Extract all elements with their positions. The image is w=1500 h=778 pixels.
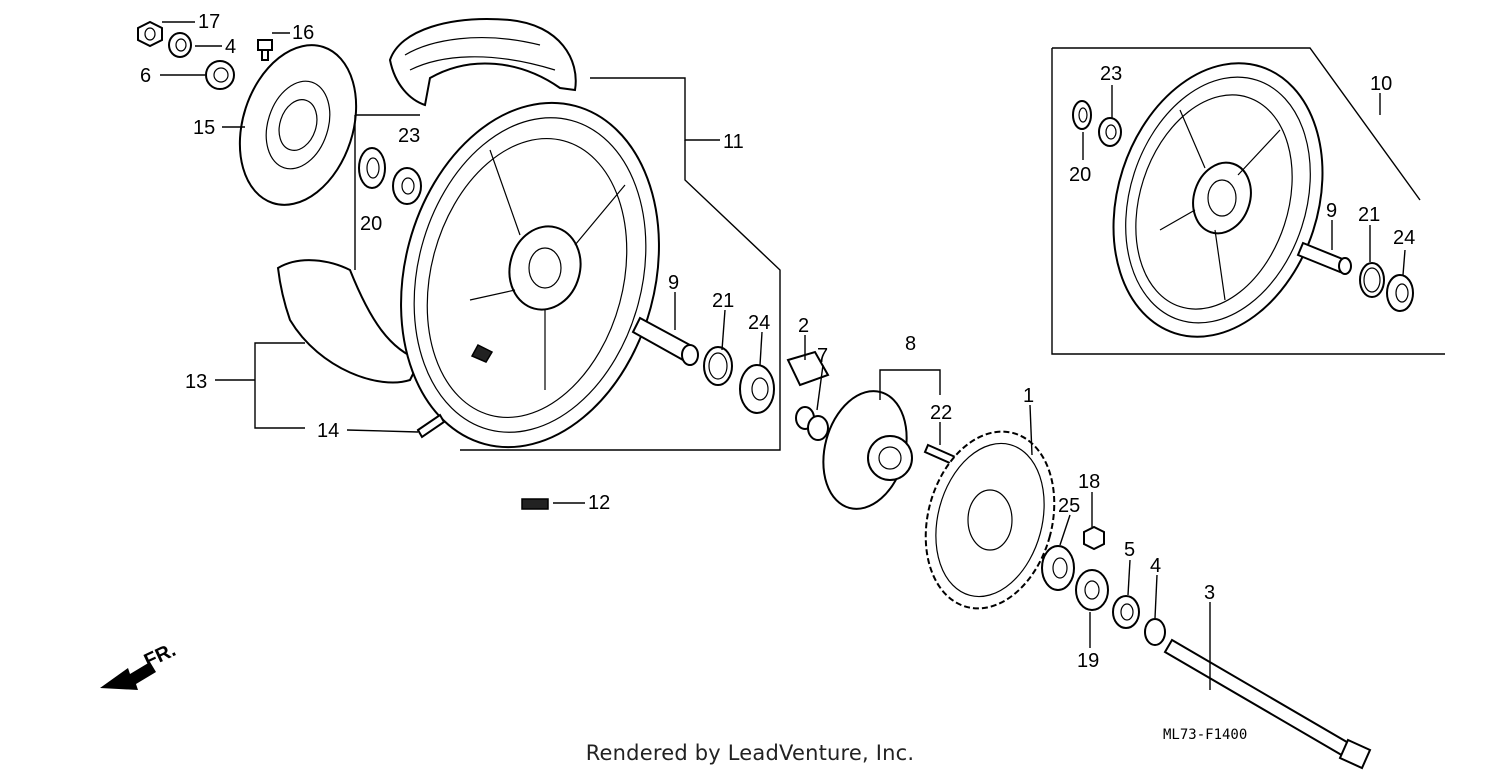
nut-17[interactable] xyxy=(137,20,163,48)
callout-6: 6 xyxy=(140,65,151,87)
valve-14[interactable] xyxy=(416,413,446,439)
callout-20-inset: 20 xyxy=(1069,164,1091,186)
footer-credit: Rendered by LeadVenture, Inc. xyxy=(585,741,915,765)
inset-box xyxy=(1051,47,1445,355)
bolt-16[interactable] xyxy=(257,39,273,61)
inset-collar-23[interactable] xyxy=(1098,117,1122,147)
callout-15: 15 xyxy=(193,117,215,139)
callout-25: 25 xyxy=(1058,495,1080,517)
collar-9[interactable] xyxy=(631,316,699,366)
inset-collar-9[interactable] xyxy=(1296,241,1352,275)
callout-2: 2 xyxy=(798,315,809,337)
callout-23-inset: 23 xyxy=(1100,63,1122,85)
collar-23[interactable] xyxy=(392,167,422,205)
leader-lines xyxy=(160,21,1406,690)
sprocket-1[interactable] xyxy=(907,417,1073,623)
damper-2[interactable] xyxy=(786,350,830,387)
callout-14: 14 xyxy=(317,420,339,442)
callout-18: 18 xyxy=(1078,471,1100,493)
rim-band-part[interactable] xyxy=(276,259,422,384)
callout-20-main: 20 xyxy=(360,213,382,235)
callout-10: 10 xyxy=(1370,73,1392,95)
callout-24-inset: 24 xyxy=(1393,227,1415,249)
callout-9-inset: 9 xyxy=(1326,200,1337,222)
callout-5: 5 xyxy=(1124,539,1135,561)
sprocket-hub-8[interactable] xyxy=(811,382,919,519)
front-direction-arrow-icon: FR. xyxy=(100,639,179,690)
inset-bearing-20[interactable] xyxy=(1072,100,1092,130)
diagram-code: ML73-F1400 xyxy=(1163,727,1248,743)
callout-4-top: 4 xyxy=(225,36,236,58)
bearing-25[interactable] xyxy=(1041,545,1075,591)
callout-3: 3 xyxy=(1204,582,1215,604)
callout-22: 22 xyxy=(930,402,952,424)
inset-bearing-24[interactable] xyxy=(1386,274,1414,312)
collar-6[interactable] xyxy=(205,60,235,90)
callout-7: 7 xyxy=(817,345,828,367)
inset-ring-21[interactable] xyxy=(1359,262,1385,298)
callout-19: 19 xyxy=(1077,650,1099,672)
callout-numbers: 17 4 6 16 15 23 20 11 13 14 12 9 21 24 2… xyxy=(140,11,1415,672)
callout-4-bottom: 4 xyxy=(1150,555,1161,577)
tire-part[interactable] xyxy=(388,18,577,107)
callout-17: 17 xyxy=(198,11,220,33)
balance-weight-12[interactable] xyxy=(521,498,549,510)
callout-21-main: 21 xyxy=(712,290,734,312)
callout-11: 11 xyxy=(723,131,744,153)
axle-3[interactable] xyxy=(1163,638,1372,770)
collar-4-top[interactable] xyxy=(168,32,192,58)
collar-7[interactable] xyxy=(795,406,829,441)
collar-4-bottom[interactable] xyxy=(1144,618,1166,646)
callout-8: 8 xyxy=(905,333,916,355)
callout-12: 12 xyxy=(588,492,610,514)
ring-21[interactable] xyxy=(703,346,733,386)
main-wheel-part[interactable] xyxy=(364,74,696,477)
bearing-24[interactable] xyxy=(739,364,775,414)
callout-1: 1 xyxy=(1023,385,1034,407)
callout-21-inset: 21 xyxy=(1358,204,1380,226)
callout-23-main: 23 xyxy=(398,125,420,147)
bearing-20[interactable] xyxy=(358,147,386,189)
callout-24-main: 24 xyxy=(748,312,770,334)
seal-19[interactable] xyxy=(1075,569,1109,611)
collar-5[interactable] xyxy=(1112,595,1140,629)
callout-13: 13 xyxy=(185,371,207,393)
inset-wheel-part[interactable] xyxy=(1080,36,1357,364)
callout-16: 16 xyxy=(292,22,314,44)
brake-disc-part[interactable] xyxy=(220,30,375,220)
nut-18[interactable] xyxy=(1083,525,1105,551)
callout-9-main: 9 xyxy=(668,272,679,294)
